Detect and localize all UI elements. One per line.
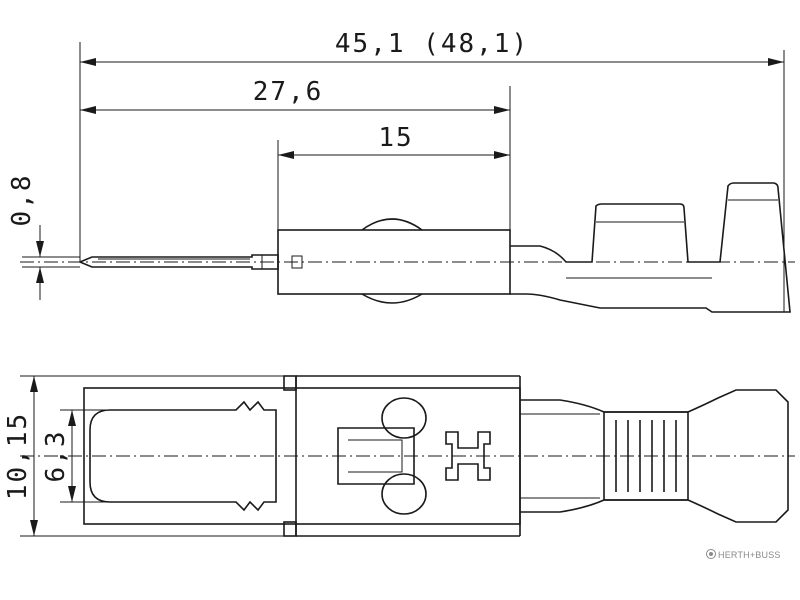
side-view: [20, 182, 795, 313]
side-view-crimp: [510, 182, 791, 313]
dim-overall-length: 45,1 (48,1): [335, 29, 529, 59]
dim-pin-thickness: 0,8: [7, 174, 37, 227]
side-view-latch: [361, 218, 423, 231]
top-view-retainer: [445, 431, 491, 481]
dim-body-width: 10,15: [3, 412, 33, 500]
side-view-body: [277, 229, 511, 295]
brand-logo-text: HERTH+BUSS: [718, 550, 781, 560]
top-view-latch: [381, 397, 427, 439]
dim-contact-width: 6,3: [41, 430, 71, 483]
dimension-lines: [20, 42, 785, 537]
dim-pin-to-body-end: 27,6: [253, 77, 324, 107]
top-view-crimp: [520, 389, 789, 523]
brand-logo-icon: [706, 549, 716, 559]
brand-logo: HERTH+BUSS: [706, 549, 781, 560]
top-view-contact-tongue: [89, 400, 277, 512]
top-view: [20, 375, 795, 537]
dim-body-length: 15: [378, 123, 413, 153]
